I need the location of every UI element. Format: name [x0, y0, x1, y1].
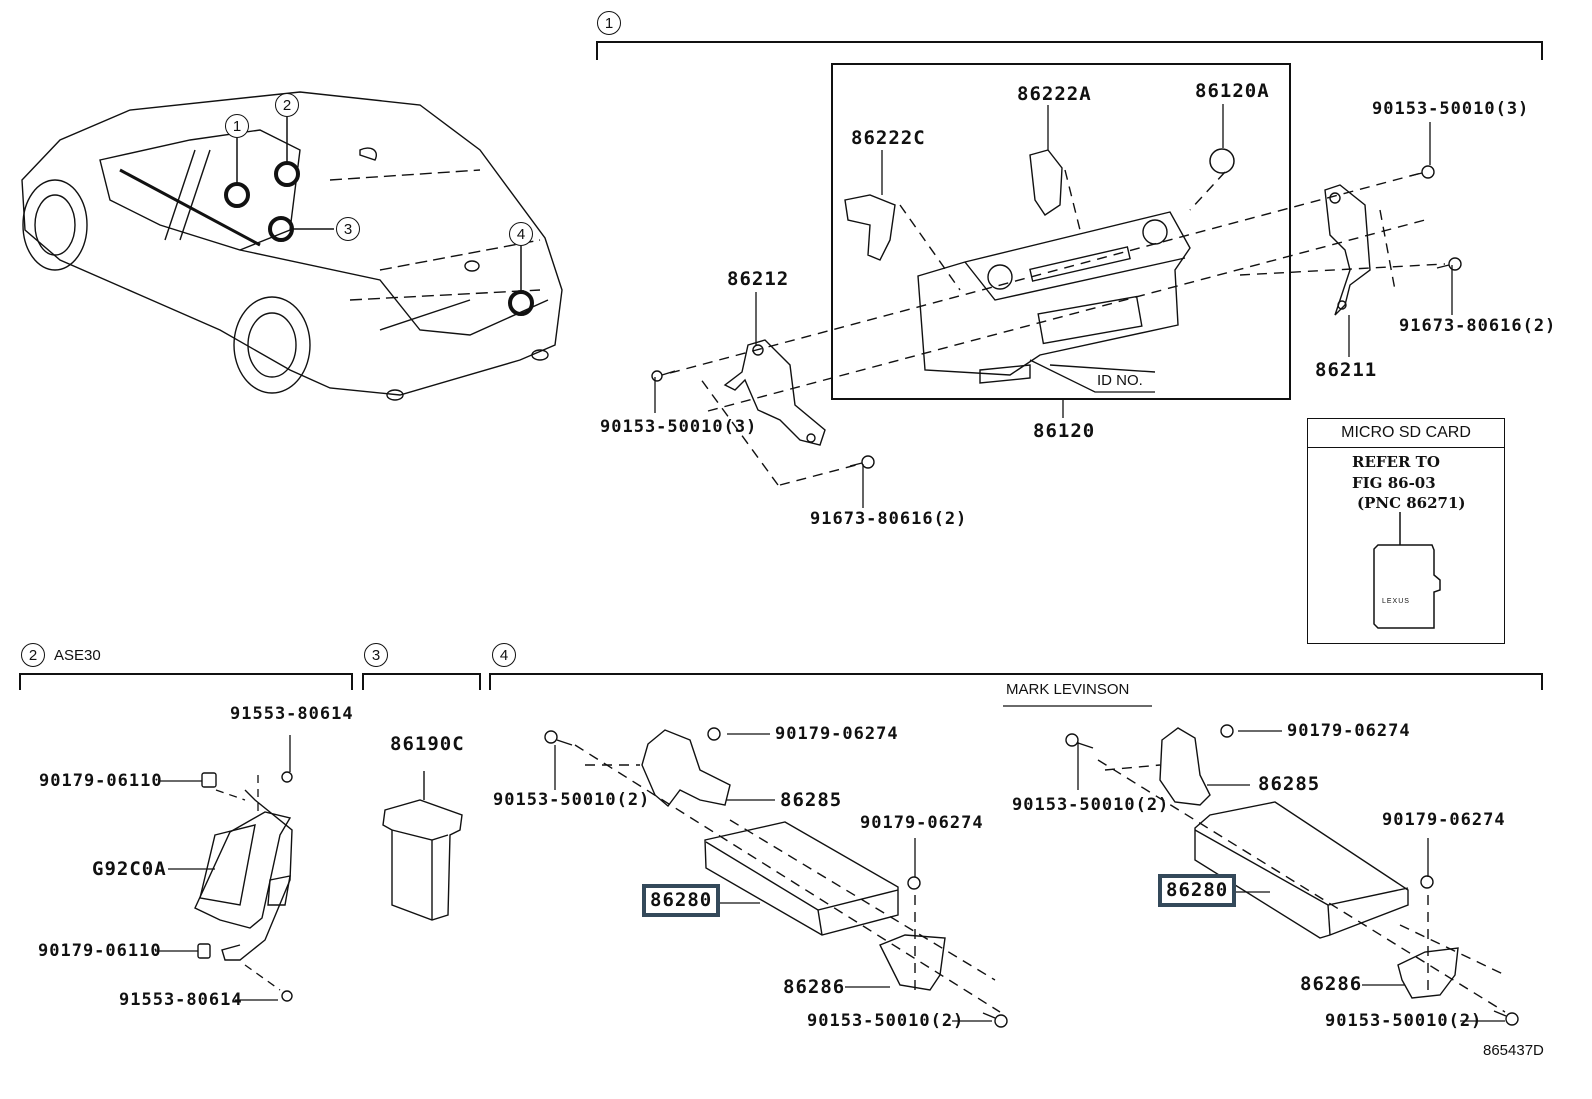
section-3-number: 3 — [364, 643, 388, 667]
part-label-86190C[interactable]: 86190C — [390, 733, 465, 755]
fasteners-standard — [544, 727, 1008, 1028]
section-2-subtitle: ASE30 — [54, 647, 101, 664]
leader-lines-section-2 — [155, 735, 291, 1001]
alignment-dashes-section-2 — [215, 775, 281, 991]
fasteners-mark-levinson — [1065, 724, 1519, 1026]
vehicle-callout-3[interactable]: 3 — [336, 217, 360, 241]
micro-sd-card-logo: LEXUS — [1382, 598, 1410, 605]
leader-lines-mark-levinson — [1077, 730, 1505, 1022]
alignment-dashes-mark-levinson — [1097, 759, 1506, 1013]
vehicle-callout-4[interactable]: 4 — [509, 222, 533, 246]
connector-86222C-drawing — [844, 194, 896, 261]
amplifier-standard-drawing — [704, 821, 899, 936]
alignment-dashes-standard — [574, 744, 1001, 1013]
connector-86222A-drawing — [1029, 149, 1063, 216]
part-label-86222A[interactable]: 86222A — [1017, 83, 1092, 105]
section-1-bracket — [596, 41, 1543, 60]
leader-lines-section-1 — [654, 104, 1453, 508]
section-1-number: 1 — [597, 11, 621, 35]
part-label-86212[interactable]: 86212 — [727, 268, 790, 290]
fuse-86190C-drawing — [382, 771, 463, 921]
brackets-standard-drawing — [641, 729, 946, 991]
module-G92C0A-drawing — [194, 789, 293, 961]
part-label-90179-06274-ml-right[interactable]: 90179-06274 — [1382, 810, 1506, 830]
micro-sd-refer-line-1: REFER TO — [1352, 453, 1440, 471]
part-label-86120[interactable]: 86120 — [1033, 420, 1096, 442]
brackets-mark-levinson-drawing — [1159, 727, 1459, 999]
alignment-dashes-section-1 — [669, 169, 1446, 486]
part-label-91673-80616-right[interactable]: 91673-80616(2) — [1399, 316, 1557, 336]
micro-sd-card-drawing — [1373, 512, 1441, 629]
part-label-86211[interactable]: 86211 — [1315, 359, 1378, 381]
part-label-91553-80614-bottom[interactable]: 91553-80614 — [119, 990, 243, 1010]
head-unit-drawing — [917, 211, 1191, 384]
part-label-86286-std[interactable]: 86286 — [783, 976, 846, 998]
part-label-86222C[interactable]: 86222C — [851, 127, 926, 149]
cap-86120A-drawing — [1209, 148, 1235, 174]
part-label-86286-ml[interactable]: 86286 — [1300, 973, 1363, 995]
part-label-86120A[interactable]: 86120A — [1195, 80, 1270, 102]
micro-sd-refer-line-2[interactable]: FIG 86-03 — [1352, 474, 1436, 492]
micro-sd-card-title: MICRO SD CARD — [1308, 419, 1504, 448]
part-label-86285-ml[interactable]: 86285 — [1258, 773, 1321, 795]
vehicle-callout-1[interactable]: 1 — [225, 114, 249, 138]
section-2-number: 2 — [21, 643, 45, 667]
part-label-90153-50010-std-bottom[interactable]: 90153-50010(2) — [807, 1011, 965, 1031]
part-label-86280-ml-highlighted[interactable]: 86280 — [1158, 874, 1237, 907]
section-4-number: 4 — [492, 643, 516, 667]
fasteners-section-1 — [651, 165, 1462, 469]
fasteners-section-2 — [197, 771, 293, 1002]
leader-lines-standard — [554, 733, 992, 1022]
bracket-86212-drawing — [723, 339, 826, 446]
part-label-90179-06110-top[interactable]: 90179-06110 — [39, 771, 163, 791]
section-4-bracket — [489, 673, 1543, 690]
amplifier-mark-levinson-drawing — [1194, 801, 1409, 939]
part-label-90153-50010-ml-top[interactable]: 90153-50010(2) — [1012, 795, 1170, 815]
head-unit-assembly-frame — [831, 63, 1291, 400]
part-label-90153-50010-right[interactable]: 90153-50010(3) — [1372, 99, 1530, 119]
part-label-90179-06274-std-right[interactable]: 90179-06274 — [860, 813, 984, 833]
part-label-90179-06110-bottom[interactable]: 90179-06110 — [38, 941, 162, 961]
part-label-86285-std[interactable]: 86285 — [780, 789, 843, 811]
figure-id: 865437D — [1483, 1042, 1544, 1059]
id-number-label: ID NO. — [1097, 372, 1143, 389]
part-label-90153-50010-std-top[interactable]: 90153-50010(2) — [493, 790, 651, 810]
mark-levinson-title: MARK LEVINSON — [1006, 681, 1130, 698]
part-label-86280-std-highlighted[interactable]: 86280 — [642, 884, 721, 917]
vehicle-callout-leaders — [236, 117, 522, 292]
part-label-G92C0A[interactable]: G92C0A — [92, 858, 167, 880]
vehicle-location-markers — [224, 161, 534, 316]
part-label-90153-50010-ml-bottom[interactable]: 90153-50010(2) — [1325, 1011, 1483, 1031]
micro-sd-refer-line-3: (PNC 86271) — [1357, 494, 1466, 512]
part-label-90179-06274-ml-top[interactable]: 90179-06274 — [1287, 721, 1411, 741]
section-3-bracket — [362, 673, 481, 690]
bracket-86211-drawing — [1324, 184, 1371, 316]
micro-sd-card-reference-box: MICRO SD CARD — [1307, 418, 1505, 644]
part-label-91673-80616-left[interactable]: 91673-80616(2) — [810, 509, 968, 529]
part-label-91553-80614-top[interactable]: 91553-80614 — [230, 704, 354, 724]
vehicle-callout-2[interactable]: 2 — [275, 93, 299, 117]
section-2-bracket — [19, 673, 353, 690]
vehicle-illustration — [21, 91, 563, 401]
part-label-90179-06274-std-top[interactable]: 90179-06274 — [775, 724, 899, 744]
part-label-90153-50010-left[interactable]: 90153-50010(3) — [600, 417, 758, 437]
